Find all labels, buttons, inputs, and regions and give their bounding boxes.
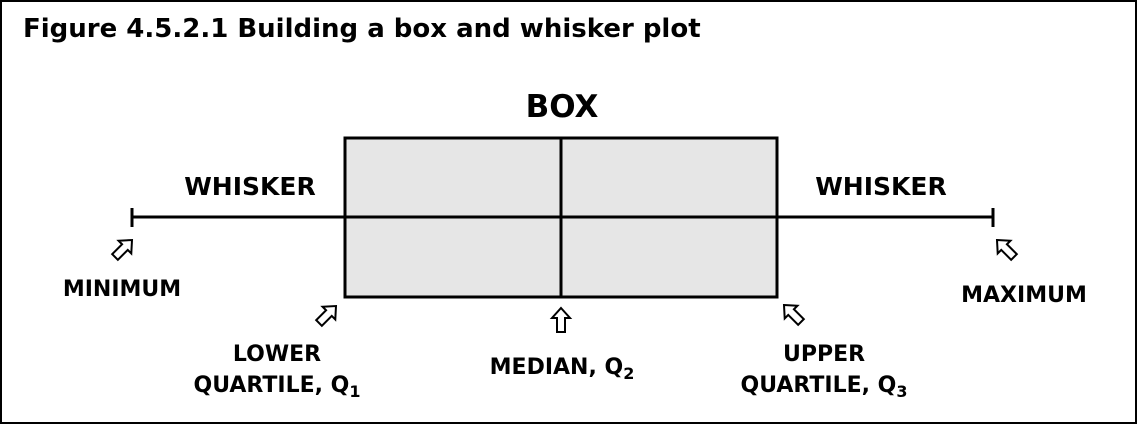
median-subscript: 2 [623,364,634,383]
median-label: MEDIAN, Q2 [490,355,635,383]
minimum-arrow-icon [107,232,140,265]
whisker-left-label: WHISKER [184,172,316,201]
minimum-label: MINIMUM [63,277,181,302]
upper-quartile-label-line1: UPPER [783,342,865,367]
lower-quartile-label-line1: LOWER [233,342,321,367]
lower-quartile-subscript: 1 [349,382,360,401]
upper-quartile-subscript: 3 [896,382,907,401]
lower-quartile-label-line2: QUARTILE, Q1 [194,373,361,401]
median-arrow-icon [551,307,571,333]
lower-quartile-arrow-icon [311,298,344,331]
upper-quartile-arrow-icon [776,297,809,330]
whisker-right-label: WHISKER [815,172,947,201]
maximum-label: MAXIMUM [961,283,1087,308]
upper-quartile-label-line2: QUARTILE, Q3 [741,373,908,401]
figure-title: Figure 4.5.2.1 Building a box and whiske… [23,14,701,44]
box-label: BOX [526,89,599,125]
maximum-arrow-icon [989,232,1022,265]
